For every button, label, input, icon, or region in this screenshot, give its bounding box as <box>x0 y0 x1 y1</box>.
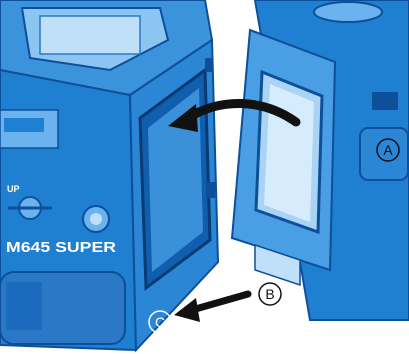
callout-a-label: A <box>383 142 393 158</box>
indicator-label: UP <box>7 184 20 194</box>
model-label: M645 SUPER <box>6 239 116 256</box>
callout-c-label: C <box>155 314 165 330</box>
camera-body-left <box>0 0 218 350</box>
callout-b-label: B <box>265 286 274 302</box>
